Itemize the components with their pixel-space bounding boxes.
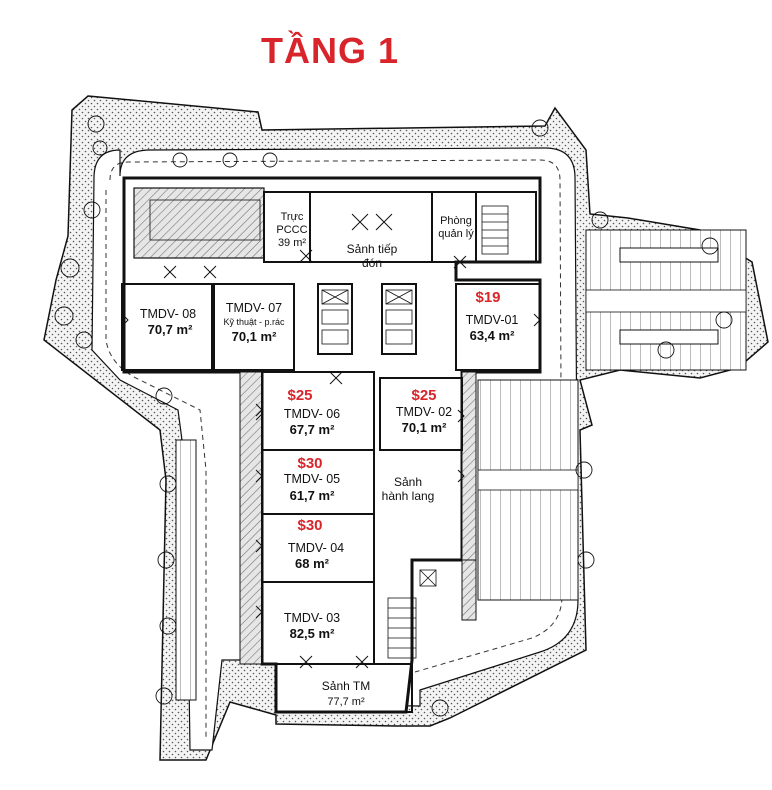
unit-06-area: 67,7 m² [290,422,335,437]
unit-02-code: TMDV- 02 [396,405,452,419]
unit-01-price: $19 [475,289,500,306]
parking-area [477,229,747,601]
pccc-label-1: Trực [281,211,304,223]
unit-01-code: TMDV-01 [466,313,519,327]
unit-06-price: $25 [287,387,312,404]
unit-07-sub: Kỹ thuật - p.rác [223,317,285,327]
hall-label-2: hành lang [382,489,435,503]
doors [121,213,541,669]
unit-08-area: 70,7 m² [148,322,193,337]
floor-title: TẦNG 1 [260,30,399,71]
unit-07-area: 70,1 m² [232,329,277,344]
manage-label-2: quản lý [438,228,474,240]
unit-04-price: $30 [297,517,322,534]
room-walls [121,191,541,713]
unit-06-code: TMDV- 06 [284,407,340,421]
unit-07-code: TMDV- 07 [226,301,282,315]
trees [54,115,733,717]
unit-labels: TMDV- 08 70,7 m² TMDV- 07 Kỹ thuật - p.r… [140,289,519,641]
pccc-area: 39 m² [278,237,306,249]
unit-03-area: 82,5 m² [290,626,335,641]
unit-04-code: TMDV- 04 [288,541,344,555]
left-parking [175,439,197,701]
unit-02-price: $25 [411,387,436,404]
lobby-label-2: đón [362,256,382,270]
unit-05-area: 61,7 m² [290,488,335,503]
unit-05-code: TMDV- 05 [284,472,340,486]
unit-03-code: TMDV- 03 [284,611,340,625]
manage-label-1: Phòng [440,215,472,227]
room-labels: Trực PCCC 39 m² Sảnh tiếp đón Phòng quản… [276,211,474,708]
stairs-elevators [321,205,509,659]
pccc-label-2: PCCC [276,224,307,236]
sanh-tm-area: 77,7 m² [327,696,365,708]
sanh-tm-label: Sảnh TM [322,679,370,693]
lobby-label-1: Sảnh tiếp [347,242,398,256]
unit-08-code: TMDV- 08 [140,307,196,321]
unit-02-area: 70,1 m² [402,420,447,435]
unit-04-area: 68 m² [295,556,330,571]
unit-01-area: 63,4 m² [470,328,515,343]
hall-label-1: Sảnh [394,475,422,489]
unit-05-price: $30 [297,455,322,472]
